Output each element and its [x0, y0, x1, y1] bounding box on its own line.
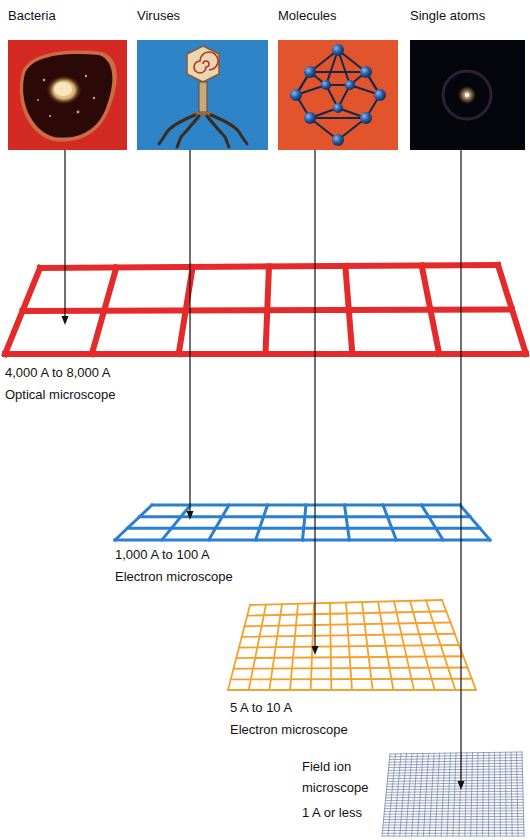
- resolution-grid: 5 A to 10 AElectron microscope: [220, 595, 490, 745]
- molecule-picture: [278, 40, 398, 150]
- resolution-grid: 1,000 A to 100 AElectron microscope: [100, 500, 500, 590]
- field-ion-grid: [382, 752, 524, 836]
- optical-grid: [5, 265, 526, 354]
- instrument-label: Electron microscope: [115, 566, 500, 588]
- electron-grid: [115, 505, 490, 540]
- pointer-arrow: [62, 150, 69, 325]
- pointer-arrow: [187, 150, 194, 520]
- bacteria-picture: [8, 40, 127, 150]
- pointer-arrow: [458, 150, 465, 790]
- range-label: 5 A to 10 A: [230, 697, 490, 719]
- specimen-heading: Bacteria: [8, 8, 127, 24]
- specimen-tile: Molecules: [278, 8, 398, 150]
- specimen-heading: Viruses: [137, 8, 268, 24]
- specimen-tile: Viruses: [137, 8, 268, 150]
- instrument-label: Electron microscope: [230, 719, 490, 741]
- virus-picture: [137, 40, 268, 150]
- fine-electron-grid: [228, 600, 476, 690]
- specimen-heading: Single atoms: [410, 8, 525, 24]
- specimen-tile: Bacteria: [8, 8, 127, 150]
- specimen-tile: Single atoms: [410, 8, 525, 150]
- pointer-arrow: [312, 150, 319, 655]
- range-label: 1,000 A to 100 A: [115, 544, 500, 566]
- instrument-label: Optical microscope: [5, 384, 530, 406]
- range-label: 4,000 A to 8,000 A: [5, 362, 530, 384]
- atom-picture: [410, 40, 525, 150]
- range-label: Field ion microscope: [302, 756, 380, 798]
- resolution-grid: Field ion microscope 1 A or less: [300, 750, 526, 838]
- specimen-heading: Molecules: [278, 8, 398, 24]
- instrument-label: 1 A or less: [302, 802, 380, 823]
- resolution-grid: 4,000 A to 8,000 AOptical microscope: [0, 262, 530, 404]
